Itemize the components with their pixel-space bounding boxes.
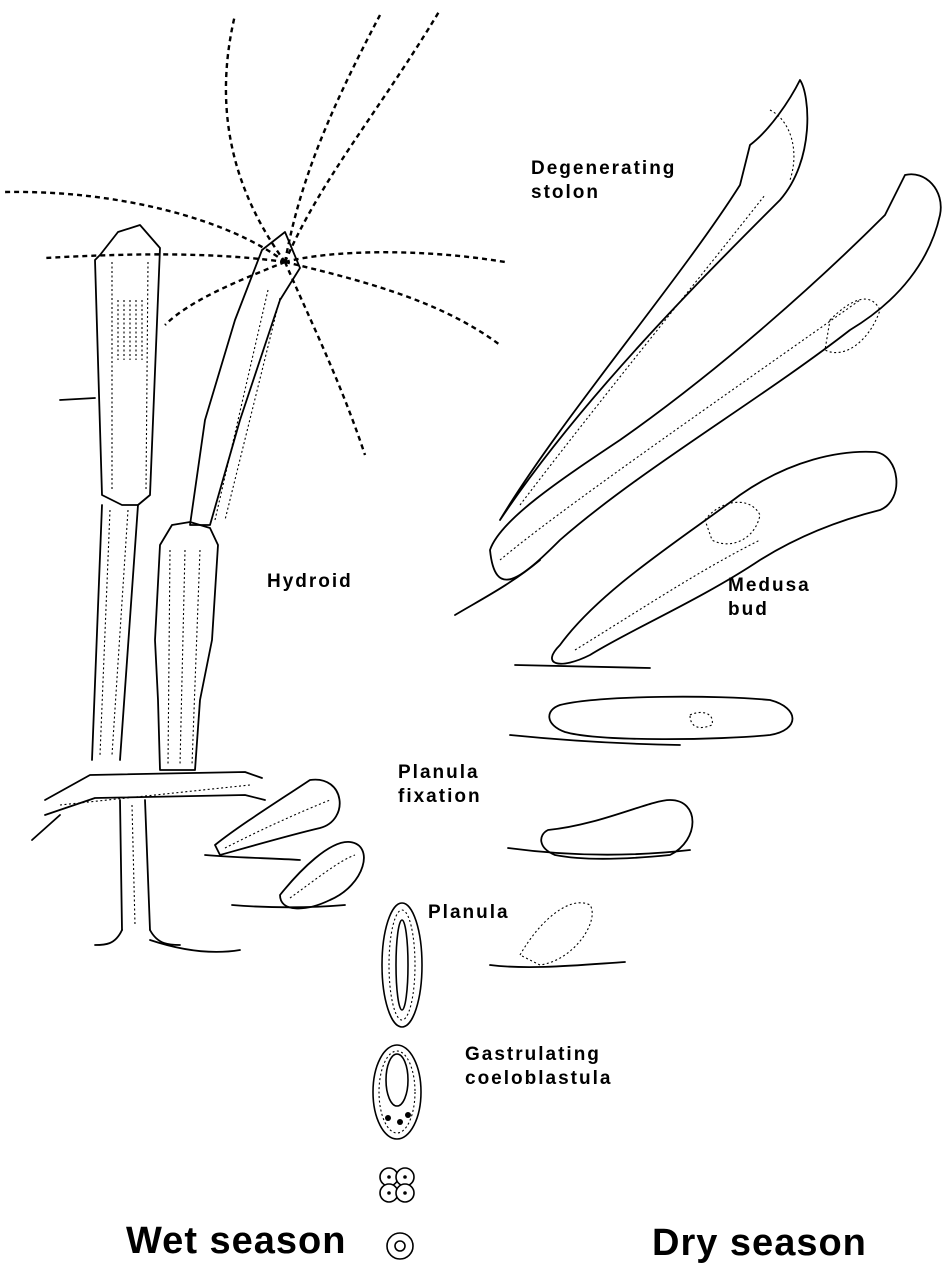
label-planula-fixation-line2: fixation	[398, 785, 482, 809]
label-planula-fixation: Planula fixation	[398, 761, 482, 809]
label-degenerating-stolon-line1: Degenerating	[531, 157, 676, 181]
label-gastrulating-coeloblastula: Gastrulating coeloblastula	[465, 1043, 612, 1091]
hydroid-tentacles	[5, 10, 505, 455]
label-medusa-bud-line1: Medusa	[728, 574, 811, 598]
label-medusa-bud: Medusa bud	[728, 574, 811, 622]
wet-season-label: Wet season	[126, 1220, 346, 1263]
label-gastrulating-coeloblastula-line2: coeloblastula	[465, 1067, 612, 1091]
embryo-drawings	[373, 903, 422, 1259]
label-planula: Planula	[428, 901, 510, 925]
label-degenerating-stolon-line2: stolon	[531, 181, 676, 205]
label-hydroid: Hydroid	[267, 570, 353, 594]
label-gastrulating-coeloblastula-line1: Gastrulating	[465, 1043, 612, 1067]
label-medusa-bud-line2: bud	[728, 598, 811, 622]
label-degenerating-stolon: Degenerating stolon	[531, 157, 676, 205]
medusa-bud-drawing	[515, 452, 896, 668]
label-planula-fixation-line1: Planula	[398, 761, 482, 785]
dry-season-label: Dry season	[652, 1222, 867, 1265]
planula-fixation-drawings	[205, 697, 793, 967]
degenerating-stolon-drawing	[455, 80, 941, 615]
